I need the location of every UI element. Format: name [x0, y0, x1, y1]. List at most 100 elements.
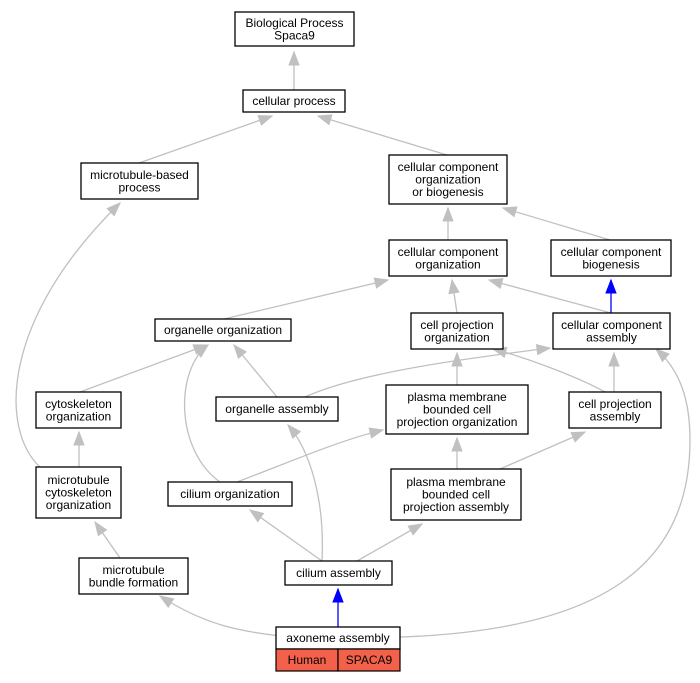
- gene-badge: Human SPACA9: [275, 648, 401, 672]
- node-label-line: cellular component: [398, 160, 499, 174]
- edge-mbp-to-cp: [138, 115, 273, 164]
- arrowhead-mbf-to-mco: [94, 520, 108, 537]
- node-label-line: Biological Process: [245, 16, 343, 30]
- edge-cca-to-cco: [488, 279, 612, 314]
- node-box: [80, 162, 199, 200]
- edge-oo-to-cco: [223, 279, 389, 320]
- node-label-line: organelle organization: [164, 323, 282, 337]
- node-label-line: plasma membrane: [407, 390, 507, 404]
- arrowhead-mco-to-co: [73, 430, 85, 446]
- node-label-line: cellular component: [561, 318, 662, 332]
- node-box: [388, 154, 508, 205]
- arrowhead-cp-to-bp: [288, 50, 300, 66]
- arrowhead-ca-to-oa: [287, 423, 302, 439]
- edge-cio-to-pmbcpo: [236, 429, 384, 483]
- node-box: [568, 391, 662, 429]
- node-box: [284, 560, 393, 586]
- arrowhead-cio-to-pmbcpo: [368, 427, 385, 439]
- node-cio[interactable]: cilium organization: [167, 481, 293, 507]
- gene-label: SPACA9: [346, 653, 393, 667]
- edge-ccob-to-cp: [317, 115, 448, 156]
- node-box: [390, 468, 522, 521]
- node-oa[interactable]: organelle assembly: [215, 396, 339, 422]
- node-label-line: microtubule-based: [90, 168, 189, 182]
- edge-aa-to-mbf: [159, 595, 291, 638]
- node-oo[interactable]: organelle organization: [154, 318, 292, 342]
- node-box: [167, 481, 293, 507]
- node-box: [550, 239, 672, 277]
- arrowhead-mbp-to-cp: [257, 115, 274, 126]
- arrowhead-cco-to-ccob: [442, 206, 454, 222]
- node-label-line: cell projection: [420, 318, 493, 332]
- node-label-line: bounded cell: [422, 488, 490, 502]
- node-box: [154, 318, 292, 342]
- node-label-line: organization: [415, 257, 480, 271]
- node-label-line: organization: [415, 173, 480, 187]
- edge-aa-to-cca: [399, 348, 691, 638]
- species-label: Human: [288, 653, 327, 667]
- edge-oa-to-cca: [304, 347, 551, 398]
- edge-ca-to-cio: [249, 509, 323, 562]
- node-box: [388, 239, 508, 277]
- node-label-line: microtubule: [102, 563, 164, 577]
- node-label-line: cytoskeleton: [45, 397, 112, 411]
- node-ca[interactable]: cilium assembly: [284, 560, 393, 586]
- node-label-line: biogenesis: [582, 257, 639, 271]
- arrowhead-ccb-to-ccob: [501, 206, 518, 218]
- node-label-line: Spaca9: [274, 28, 315, 42]
- edge-ccb-to-ccob: [502, 207, 611, 241]
- node-box: [78, 557, 189, 595]
- node-label-line: bundle formation: [89, 575, 178, 589]
- arrowhead-cca-to-ccb: [605, 278, 617, 294]
- arrowhead-aa-to-cca: [654, 348, 670, 363]
- arrowhead-aa-to-ca: [332, 587, 344, 603]
- edge-pmbcpa-to-cpa: [499, 431, 586, 470]
- gene-cell: [337, 648, 401, 672]
- node-box: [234, 11, 355, 47]
- edge-co-to-oo: [79, 344, 208, 393]
- node-label-line: process: [118, 180, 160, 194]
- edge-mco-to-mbp: [15, 202, 121, 468]
- arrowhead-ca-to-cio: [248, 509, 265, 523]
- node-label-line: cellular component: [398, 245, 499, 259]
- arrowhead-ccob-to-cp: [316, 114, 333, 126]
- node-label-line: cellular process: [252, 94, 335, 108]
- node-label-line: bounded cell: [423, 403, 491, 417]
- arrowhead-oo-to-cco: [373, 277, 390, 289]
- node-aa[interactable]: axoneme assembly: [275, 626, 401, 650]
- node-cp[interactable]: cellular process: [242, 89, 346, 113]
- node-label-line: assembly: [586, 330, 637, 344]
- node-label-line: or biogenesis: [412, 185, 483, 199]
- arrowhead-pmbcpa-to-pmbcpo: [451, 436, 463, 452]
- arrowhead-cpo-to-cco: [448, 278, 460, 295]
- edges: [15, 50, 691, 638]
- node-label-line: plasma membrane: [406, 475, 506, 489]
- arrowhead-ca-to-pmbcpa: [407, 523, 424, 536]
- arrowhead-cpa-to-cca: [608, 351, 620, 367]
- node-label-line: cytoskeleton: [45, 486, 112, 500]
- node-box: [410, 312, 504, 350]
- node-box: [242, 89, 346, 113]
- node-label-line: organization: [424, 330, 489, 344]
- arrowhead-pmbcpo-to-cpo: [451, 351, 463, 367]
- edge-cio-to-oo: [184, 344, 221, 483]
- node-box: [215, 396, 339, 422]
- node-label-line: cilium assembly: [296, 566, 381, 580]
- node-label-line: projection organization: [397, 415, 518, 429]
- node-label-line: projection assembly: [403, 500, 509, 514]
